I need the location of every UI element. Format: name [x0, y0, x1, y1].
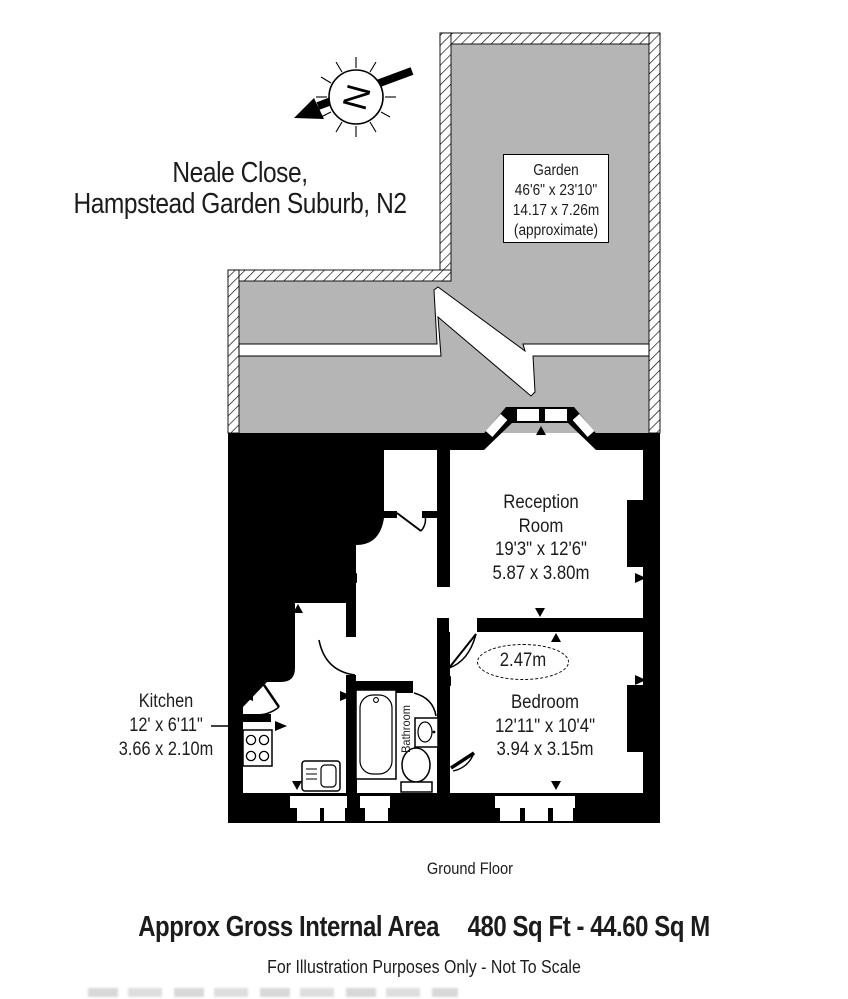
reception-door-opening — [437, 587, 450, 618]
garden-fence-left-upper — [439, 32, 452, 282]
arrow-bath-right — [340, 691, 352, 701]
arrow-hall-left — [346, 573, 357, 583]
reception-name-line2: Room — [518, 514, 564, 537]
arrow-bedroom-down — [551, 781, 561, 790]
reception-size-metric: 5.87 x 3.80m — [492, 561, 590, 584]
entrance-vestibule — [384, 450, 437, 511]
kitchen-name: Kitchen — [138, 691, 194, 712]
side-door-arc — [252, 706, 280, 716]
garden-fence-left-lower — [227, 269, 240, 434]
property-title: Neale Close, Hampstead Garden Suburb, N2 — [58, 158, 423, 220]
bedroom-closet-arc — [452, 752, 475, 772]
bedroom-window — [495, 796, 575, 821]
bedroom-door-arc — [448, 633, 477, 669]
bedroom-chimney-breast — [627, 685, 643, 752]
fixtures — [242, 689, 439, 793]
kitchen-wall-stub — [228, 714, 271, 722]
reception-room-label: Reception Room 19'3" x 12'6" 5.87 x 3.80… — [455, 491, 627, 585]
north-arrow-icon: N — [294, 57, 414, 137]
toilet-icon — [400, 747, 433, 793]
bedroom-name: Bedroom — [510, 691, 580, 713]
hallway — [356, 518, 437, 681]
area-value: 480 Sq Ft - 44.60 Sq M — [467, 911, 711, 943]
garden-note: (approximate) — [513, 222, 599, 239]
arrow-kitchen-leader — [275, 721, 287, 731]
bathtub-icon — [355, 689, 397, 780]
garden-name: Garden — [533, 162, 579, 179]
arrow-kitchen-up — [293, 604, 303, 613]
bedroom-width-annotation: 2.47m — [477, 644, 569, 680]
garden-size-metric: 14.17 x 7.26m — [512, 202, 600, 219]
arrow-bedroom-up — [551, 633, 561, 642]
bedroom-closet-door — [450, 751, 475, 770]
basin-icon — [414, 717, 439, 748]
sink-icon — [301, 760, 341, 792]
bedroom-size-imperial: 12'11" x 10'4" — [494, 714, 596, 737]
bedroom-size-metric: 3.94 x 3.15m — [496, 738, 594, 760]
arrow-bedroom-left — [440, 676, 451, 686]
gross-internal-area: Approx Gross Internal Area 480 Sq Ft - 44… — [68, 911, 780, 944]
side-door-leaf — [262, 684, 281, 708]
bedroom-door-opening — [449, 618, 477, 632]
floor-label: Ground Floor — [426, 859, 514, 878]
measurement-arrows — [241, 426, 646, 790]
arrow-side-door — [241, 691, 253, 701]
hob-icon — [242, 729, 273, 767]
property-title-line2: Hampstead Garden Suburb, N2 — [73, 188, 407, 220]
front-door-opening — [397, 511, 422, 518]
arrow-bedroom-right — [635, 675, 646, 685]
kitchen-door-opening — [346, 637, 357, 675]
disclaimer: For Illustration Purposes Only - Not To … — [267, 956, 581, 977]
bedroom-door-leaf — [448, 633, 477, 669]
garden-fence-top — [439, 32, 661, 45]
bathroom-door-opening — [413, 681, 437, 693]
arrow-bay-up — [536, 426, 546, 435]
cutoff-watermark-text — [88, 988, 458, 997]
kitchen-size-metric: 3.66 x 2.10m — [118, 739, 214, 760]
arrow-reception-right — [635, 573, 646, 583]
garden-label-box: Garden 46'6" x 23'10" 14.17 x 7.26m (app… — [503, 154, 609, 243]
area-label: Approx Gross Internal Area — [138, 911, 440, 943]
garden-fence-right — [648, 32, 661, 434]
front-door-arc — [420, 514, 427, 532]
kitchen-label: Kitchen 12' x 6'11" 3.66 x 2.10m — [97, 690, 235, 762]
compass-rays — [316, 57, 396, 137]
bathroom-door-arc — [413, 692, 437, 717]
reception-size-imperial: 19'3" x 12'6" — [495, 538, 587, 560]
kitchen-door-arc — [318, 639, 356, 676]
doors — [252, 512, 477, 772]
reception-name-line1: Reception — [503, 491, 579, 513]
reception-room — [450, 450, 643, 618]
kitchen-size-imperial: 12' x 6'11" — [129, 715, 203, 736]
bay-window — [470, 407, 610, 450]
bathroom-window — [360, 796, 390, 821]
garden-area — [227, 32, 661, 434]
property-title-line1: Neale Close, — [172, 157, 308, 189]
reception-chimney-breast — [627, 500, 643, 567]
bathroom-label: Bathroom — [399, 705, 413, 753]
arrow-reception-down — [535, 608, 545, 617]
arrow-kitchen-down — [292, 781, 302, 790]
garden-fence-mid — [227, 269, 452, 282]
bedroom-label: Bedroom 12'11" x 10'4" 3.94 x 3.15m — [459, 691, 631, 762]
garden-size-imperial: 46'6" x 23'10" — [514, 182, 598, 199]
front-door-leaf — [396, 512, 422, 532]
kitchen-window — [290, 796, 347, 821]
garden-break-zigzag — [238, 286, 650, 397]
